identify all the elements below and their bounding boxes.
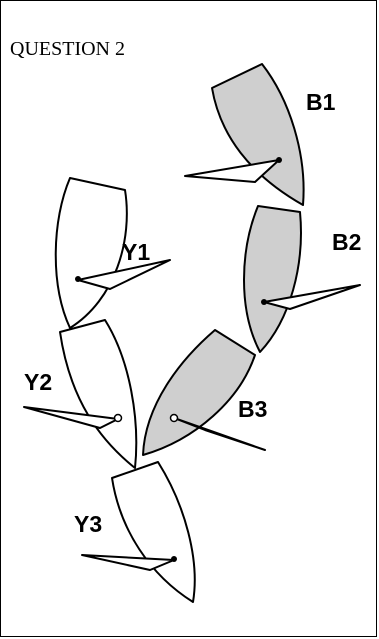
boat-b3: B3 — [142, 329, 267, 456]
boat-b1-hull — [211, 63, 305, 206]
boat-b3-label: B3 — [238, 396, 267, 422]
boat-y1: Y1 — [54, 177, 171, 329]
boat-b1-label: B1 — [306, 89, 336, 115]
boat-b3-mast — [169, 413, 179, 423]
boat-y3-label: Y3 — [74, 511, 102, 537]
question-title: QUESTION 2 — [10, 38, 125, 60]
boat-y2: Y2 — [23, 319, 138, 469]
boat-y2-mast — [113, 413, 123, 423]
boat-y2-label: Y2 — [24, 369, 52, 395]
boat-y2-hull — [59, 319, 138, 469]
boat-b2-hull — [243, 205, 302, 353]
boat-b1-boom — [184, 159, 280, 183]
boat-y3: Y3 — [74, 461, 196, 603]
boat-b2-mast — [261, 299, 267, 305]
boat-b1-mast — [276, 157, 282, 163]
boat-y1-mast — [75, 276, 81, 282]
boat-b1: B1 — [184, 63, 336, 206]
boat-y1-label: Y1 — [122, 239, 150, 265]
boat-y3-hull — [111, 461, 196, 603]
boat-b3-hull — [142, 329, 256, 456]
boat-y2-boom — [23, 406, 119, 429]
boat-b2-boom — [263, 284, 361, 310]
boat-y3-mast — [171, 556, 177, 562]
boat-y1-hull — [54, 177, 128, 329]
boat-y3-boom — [81, 554, 175, 571]
boat-y1-boom — [77, 259, 171, 290]
boat-b2-label: B2 — [332, 229, 361, 255]
boat-b2: B2 — [243, 205, 361, 353]
boat-b3-boom — [173, 417, 266, 451]
